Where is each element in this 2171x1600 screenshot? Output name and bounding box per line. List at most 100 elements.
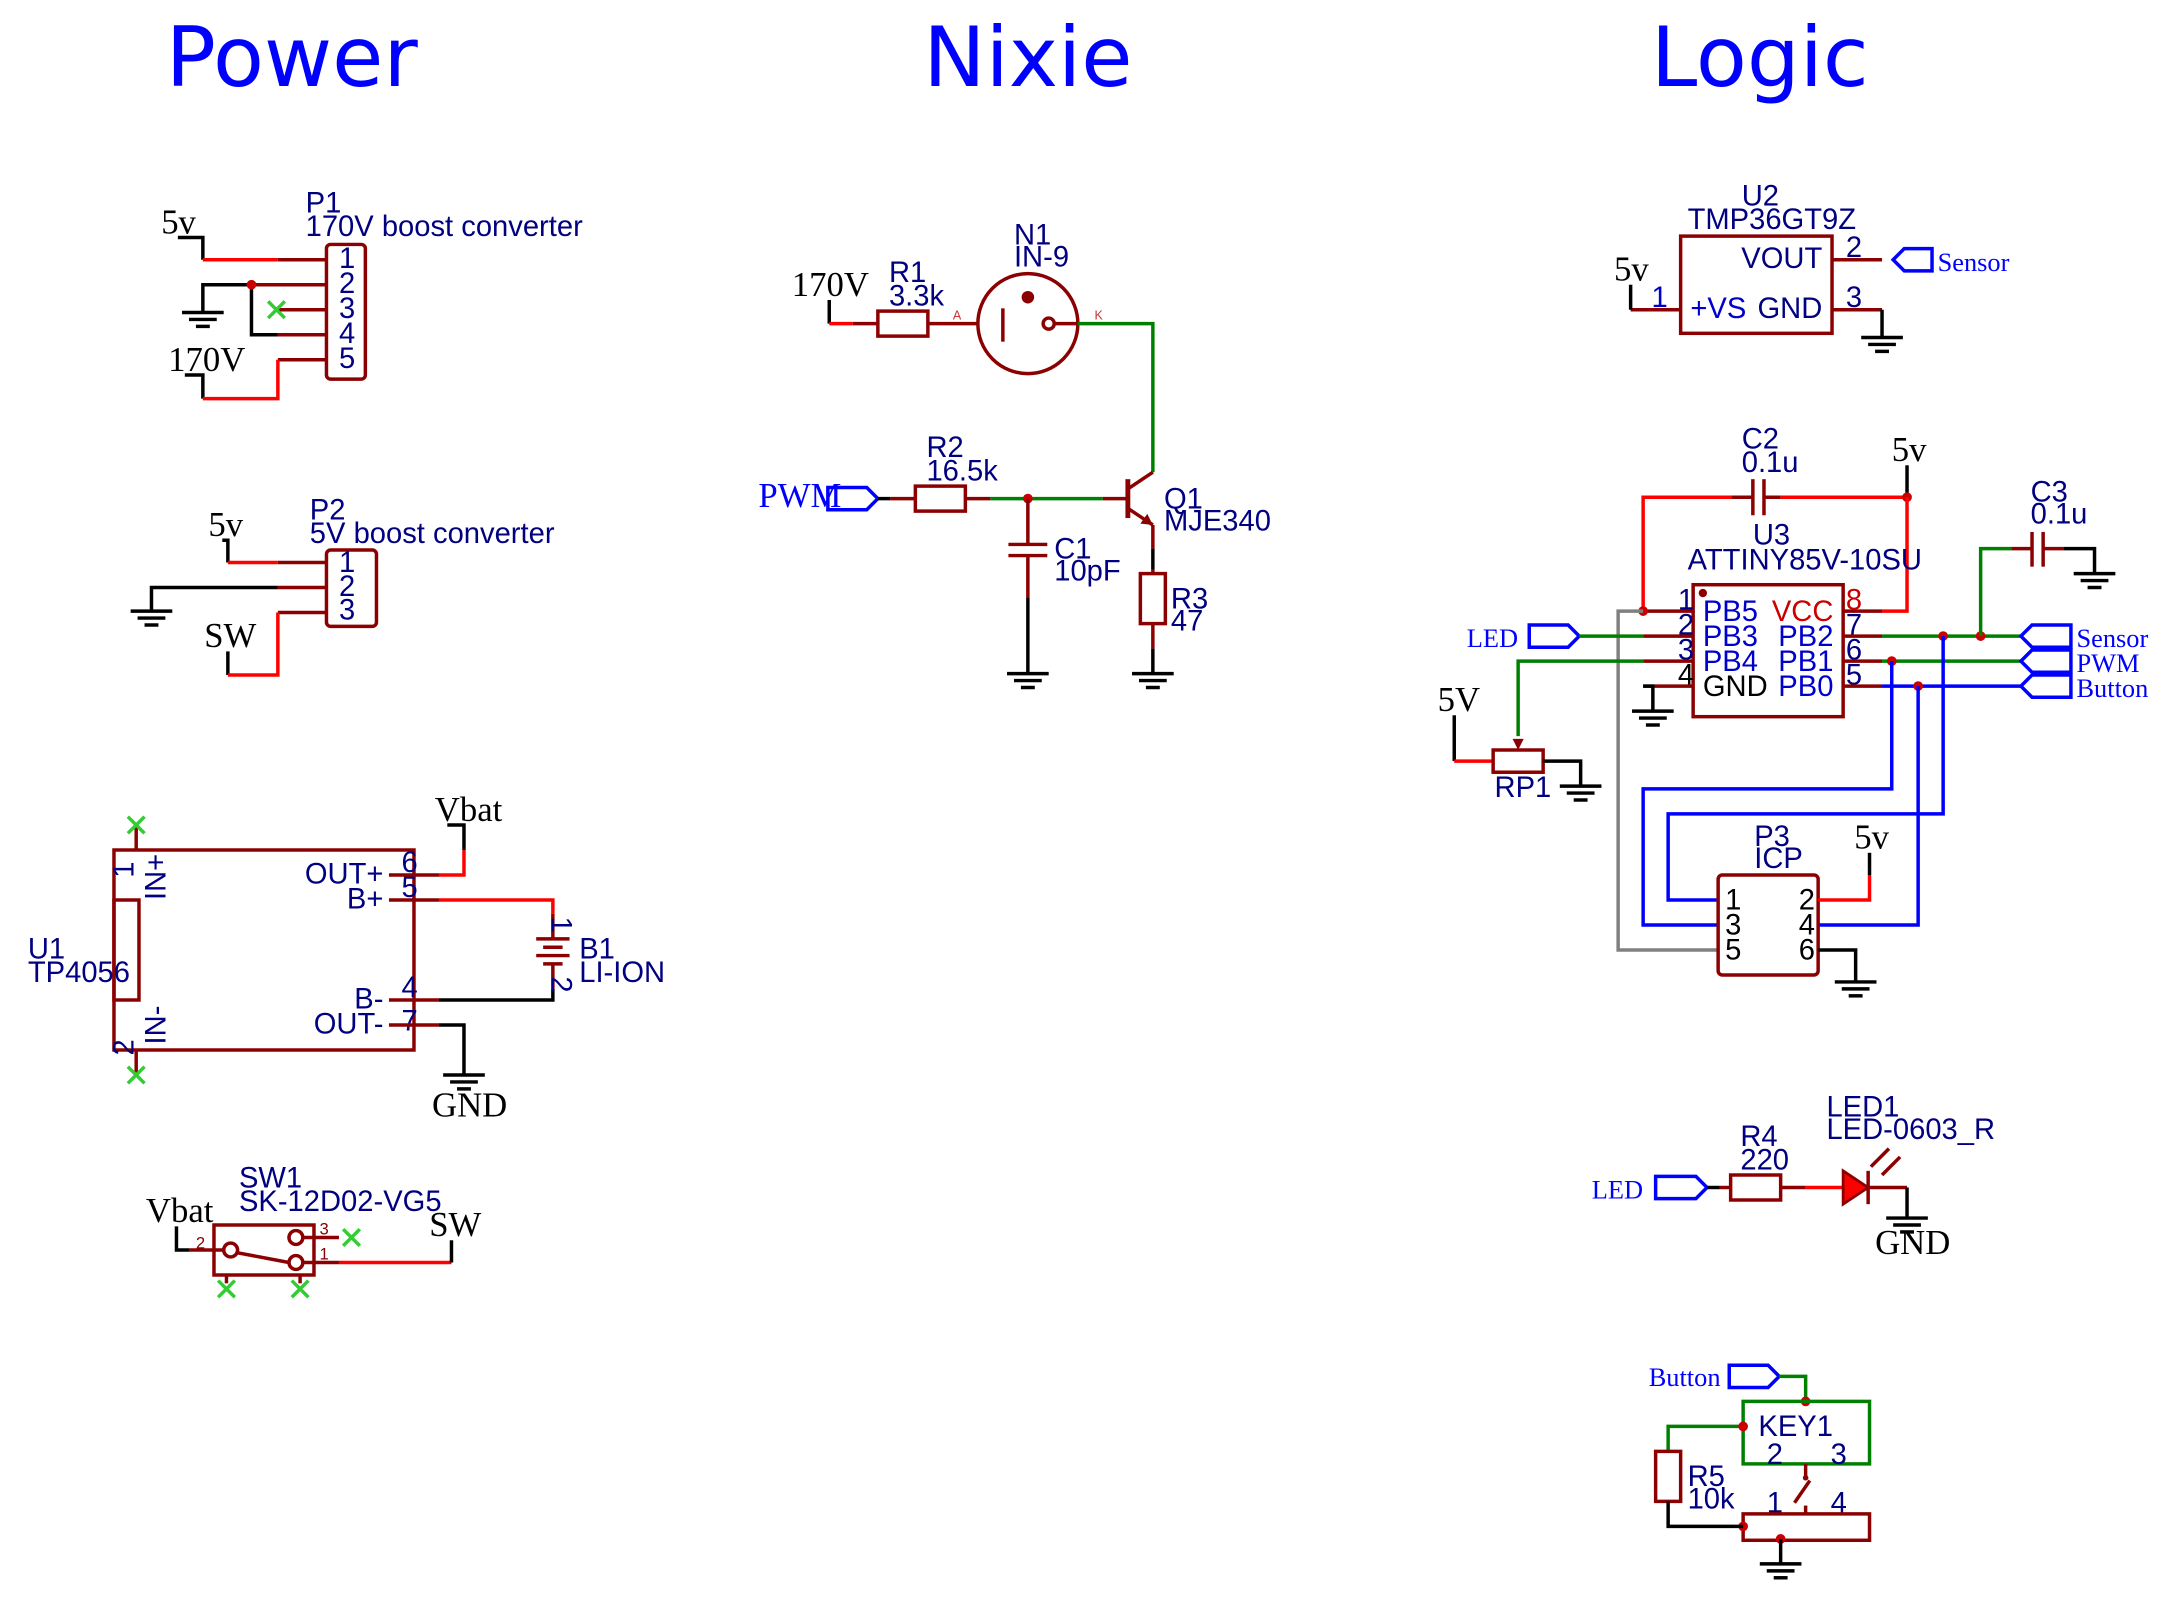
u1-net-vbat: Vbat: [435, 790, 503, 829]
p1-net-170v: 170V: [168, 340, 245, 379]
u3-pin-5: 5: [1846, 660, 1862, 692]
u3-pin-pb4: PB4: [1703, 646, 1758, 678]
ground-icon: [2073, 571, 2116, 590]
u2-ref: U2: [1742, 181, 1779, 213]
key-port-button: Button: [1649, 1362, 1721, 1392]
p1-pin-1: 1: [339, 243, 355, 275]
c2-ref: C2: [1742, 424, 1779, 456]
p1-net-5v: 5v: [161, 202, 196, 241]
u2-pin-2: 2: [1846, 232, 1862, 264]
u3-pin-8: 8: [1846, 585, 1862, 617]
u3-ref: U3: [1753, 519, 1790, 551]
u3-pin-pb2: PB2: [1778, 621, 1833, 653]
ground-icon: [1886, 1216, 1928, 1234]
c2-value: 0.1u: [1742, 447, 1799, 479]
led-icon: [1841, 1168, 1871, 1207]
u3-pin-pb3: PB3: [1703, 621, 1758, 653]
u3-pin-vcc: VCC: [1772, 596, 1834, 628]
u2-pin-vout: VOUT: [1741, 243, 1822, 275]
key1-pin-2: 2: [1767, 1439, 1783, 1471]
ground-icon: [1632, 709, 1674, 727]
b1-ref: B1: [579, 933, 615, 965]
led-section: LED R4 220 LED1 LED-0603_R GND: [1592, 1092, 1995, 1263]
p3-pin-1: 1: [1725, 885, 1741, 917]
led-port-led: LED: [1592, 1175, 1643, 1205]
ground-icon: [130, 609, 173, 627]
u1-pin-b-plus: B+: [347, 883, 383, 915]
r4-value: 220: [1740, 1144, 1789, 1176]
u1-pin-6: 6: [401, 847, 417, 879]
u3-port-button: Button: [2076, 673, 2148, 703]
u1-pin-out-plus: OUT+: [305, 858, 384, 890]
u3-pin-2: 2: [1678, 610, 1694, 642]
u1-pin-b-minus: B-: [354, 983, 383, 1015]
n1-pin-a: A: [953, 308, 962, 322]
no-connect-icon: [266, 300, 287, 320]
u2-pin-1: 1: [1651, 282, 1667, 314]
p3-pin-5: 5: [1725, 935, 1741, 967]
u1-charger: U1 TP4056 1 IN+ 2 IN- OUT+ B+ B- OUT- 6 …: [28, 790, 555, 1125]
u1-pin-in-plus: IN+: [140, 854, 172, 900]
b1-pin-2: 2: [544, 976, 576, 992]
sw1-net-sw: SW: [429, 1205, 481, 1244]
r3-ref: R3: [1171, 583, 1208, 615]
u3-pin-3: 3: [1678, 635, 1694, 667]
ground-icon: [182, 310, 224, 329]
u1-pin-2: 2: [108, 1039, 140, 1055]
r1-value: 3.3k: [889, 281, 945, 313]
p3-value: ICP: [1754, 843, 1803, 875]
c1-ref: C1: [1054, 533, 1091, 565]
p1-pin-2: 2: [339, 268, 355, 300]
u3-pin-1: 1: [1678, 585, 1694, 617]
rp1-ref: RP1: [1495, 772, 1552, 804]
p3-net-5v: 5v: [1854, 818, 1889, 857]
no-connect-icon: [290, 1279, 310, 1299]
b1-value: LI-ION: [579, 957, 665, 989]
u1-pin-1: 1: [108, 862, 140, 878]
key1-ref: KEY1: [1758, 1411, 1833, 1443]
u1-pin-7: 7: [401, 1006, 417, 1038]
ground-icon: [1007, 671, 1049, 690]
b1-pin-1: 1: [544, 917, 576, 933]
p3-pin-3: 3: [1725, 910, 1741, 942]
led-net-gnd: GND: [1875, 1223, 1950, 1262]
q1-value: MJE340: [1164, 506, 1271, 538]
ground-icon: [1559, 784, 1602, 802]
u2-pin-3: 3: [1846, 282, 1862, 314]
c3-value: 0.1u: [2031, 499, 2088, 531]
u2-pin-vs: +VS: [1690, 293, 1746, 325]
title-logic: Logic: [1651, 9, 1869, 106]
p2-net-sw: SW: [204, 616, 256, 655]
p3-pin-6: 6: [1799, 935, 1815, 967]
p2-pin-1: 1: [339, 547, 355, 579]
ground-icon: [1834, 980, 1877, 998]
sw1-pin-1: 1: [320, 1245, 329, 1264]
nixie-net-170v: 170V: [792, 265, 869, 304]
r5-ref: R5: [1688, 1461, 1725, 1493]
u3-pin-gnd: GND: [1703, 671, 1768, 703]
u3-pin-6: 6: [1846, 635, 1862, 667]
p3-pin-2: 2: [1799, 885, 1815, 917]
u2-temp-sensor: U2 TMP36GT9Z VOUT +VS GND 1 2 3 5v Senso…: [1614, 181, 2010, 354]
u3-value: ATTINY85V-10SU: [1688, 544, 1922, 576]
key1-pin-1: 1: [1767, 1488, 1783, 1520]
ground-icon: [1759, 1562, 1802, 1580]
no-connect-icon: [216, 1279, 237, 1299]
key1-pin-4: 4: [1831, 1488, 1847, 1520]
n1-ref: N1: [1014, 219, 1051, 251]
p2-connector: P2 5V boost converter 1 2 3 5v SW: [130, 494, 555, 677]
r3-value: 47: [1171, 606, 1203, 638]
no-connect-icon: [126, 815, 146, 835]
u2-net-5v: 5v: [1614, 250, 1649, 289]
u1-ref: U1: [28, 933, 65, 965]
r5-value: 10k: [1688, 1483, 1735, 1515]
u1-net-gnd: GND: [432, 1086, 507, 1125]
sw1-pin-2: 2: [196, 1234, 205, 1253]
u1-value: TP4056: [28, 957, 130, 989]
u3-net-5v: 5v: [1892, 430, 1927, 469]
q1-ref: Q1: [1164, 483, 1203, 515]
u3-pin-7: 7: [1846, 610, 1862, 642]
r2-ref: R2: [926, 432, 963, 464]
u3-net-5V: 5V: [1438, 680, 1480, 719]
